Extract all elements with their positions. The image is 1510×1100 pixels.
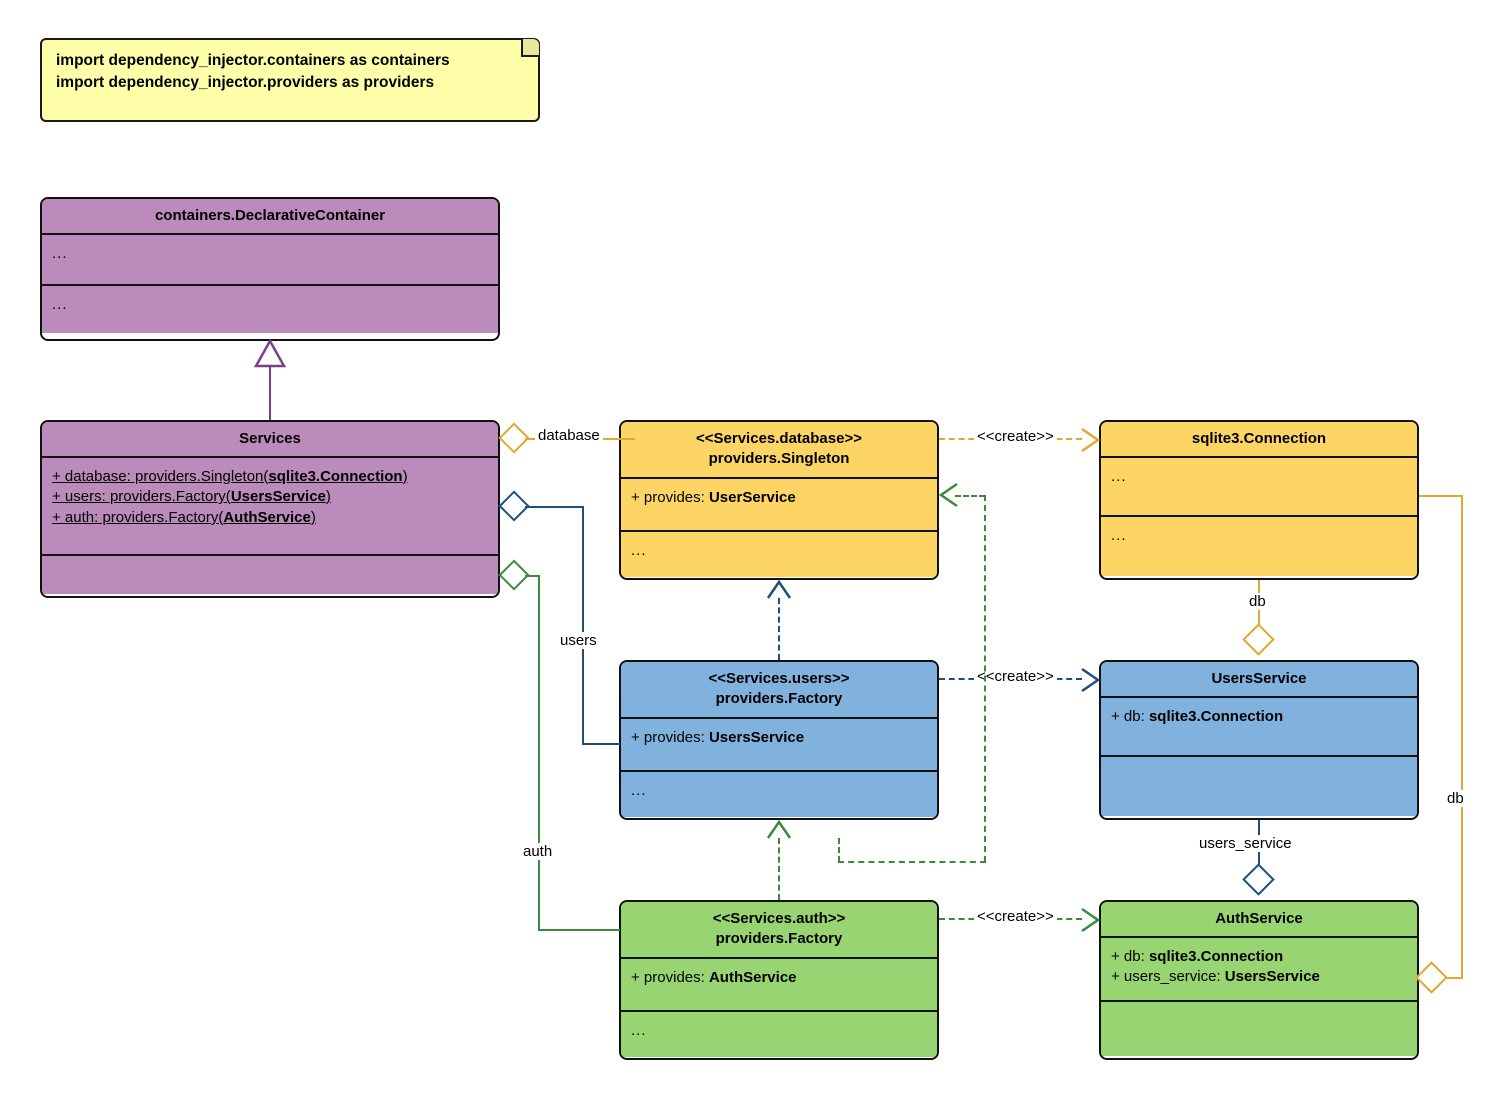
arrowhead-create-auth-icon (1081, 907, 1101, 933)
dots-placeholder: ... (631, 1022, 647, 1039)
class-compartment-methods: ... (621, 530, 937, 577)
connector-services-auth-seg1 (525, 575, 540, 577)
classname-providers-factory: providers.Factory (715, 929, 843, 947)
edge-label-users: users (557, 632, 600, 649)
edge-label-db-users-service: db (1246, 593, 1269, 610)
edge-label-auth: auth (520, 843, 556, 860)
aggregation-diamond-users-service (1242, 863, 1275, 896)
class-compartment-attributes: + database: providers.Singleton(sqlite3.… (42, 457, 498, 554)
class-box-services[interactable]: Services + database: providers.Singleton… (40, 420, 500, 598)
dots-placeholder: ... (52, 244, 68, 262)
class-title-auth-service: AuthService (1101, 902, 1417, 938)
connector-dependency-auth-to-users (778, 838, 780, 900)
class-compartment-attributes: + provides: UsersService (621, 719, 937, 770)
connector-db-auth-service-seg1 (1419, 495, 1463, 497)
edge-label-db-auth-service: db (1444, 790, 1467, 807)
classname-providers-factory: providers.Factory (715, 689, 843, 707)
connector-dependency-auth-db-seg1 (838, 838, 840, 862)
edge-label-users-service: users_service (1196, 835, 1295, 852)
class-box-services-database[interactable]: <<Services.database>> providers.Singleto… (619, 420, 939, 580)
attribute-users: + users: providers.Factory(UsersService) (52, 488, 331, 506)
arrowhead-depends-users-to-database-icon (766, 579, 792, 599)
dots-placeholder: ... (631, 542, 647, 559)
class-title-users-service: UsersService (1101, 662, 1417, 698)
connector-dependency-auth-db-seg2 (838, 861, 986, 863)
class-compartment-attributes: + db: sqlite3.Connection + users_service… (1101, 937, 1417, 1000)
class-compartment-attributes: ... (1101, 457, 1417, 515)
connector-services-users-seg1 (525, 506, 583, 508)
class-box-services-users[interactable]: <<Services.users>> providers.Factory + p… (619, 660, 939, 820)
connector-services-auth-seg3 (538, 929, 620, 931)
class-compartment-attributes: + provides: AuthService (621, 959, 937, 1010)
note-line-1: import dependency_injector.containers as… (56, 52, 450, 69)
attribute-users-service: + users_service: UsersService (1111, 968, 1320, 986)
class-title-sqlite3-connection: sqlite3.Connection (1101, 422, 1417, 458)
note-fold-corner-icon (521, 39, 539, 57)
attribute-provides: + provides: AuthService (631, 969, 797, 986)
class-compartment-methods (42, 553, 498, 594)
arrowhead-depends-auth-to-users-icon (766, 819, 792, 839)
connector-dependency-auth-db-seg4 (955, 495, 985, 497)
connector-services-users-seg2 (582, 506, 584, 744)
stereotype-services-auth: <<Services.auth>> (712, 910, 846, 927)
connector-services-users-seg3 (582, 743, 620, 745)
class-title-services-users: <<Services.users>> providers.Factory (621, 662, 937, 719)
aggregation-diamond-db-auth-service (1415, 961, 1448, 994)
class-compartment-methods: ... (1101, 514, 1417, 576)
class-box-auth-service[interactable]: AuthService + db: sqlite3.Connection + u… (1099, 900, 1419, 1060)
class-compartment-methods (1101, 999, 1417, 1056)
connector-services-auth-seg2 (538, 575, 540, 930)
class-title-services-database: <<Services.database>> providers.Singleto… (621, 422, 937, 479)
dots-placeholder: ... (1111, 467, 1127, 485)
classname-providers-singleton: providers.Singleton (708, 449, 850, 467)
stereotype-services-database: <<Services.database>> (696, 430, 862, 447)
connector-generalization-services (269, 366, 271, 420)
dots-placeholder: ... (1111, 526, 1127, 544)
connector-dependency-auth-db-seg3 (984, 495, 986, 862)
class-title-declarative-container: containers.DeclarativeContainer (42, 199, 498, 235)
class-compartment-methods (1101, 754, 1417, 816)
attribute-database: + database: providers.Singleton(sqlite3.… (52, 467, 408, 485)
class-box-users-service[interactable]: UsersService + db: sqlite3.Connection (1099, 660, 1419, 820)
attribute-auth: + auth: providers.Factory(AuthService) (52, 508, 316, 526)
class-box-sqlite3-connection[interactable]: sqlite3.Connection ... ... (1099, 420, 1419, 580)
edge-label-create-users: <<create>> (974, 668, 1057, 685)
attribute-provides: + provides: UsersService (631, 729, 805, 746)
aggregation-diamond-db-users-service (1242, 623, 1275, 656)
dots-placeholder: ... (631, 782, 647, 799)
class-compartment-attributes: + db: sqlite3.Connection (1101, 697, 1417, 755)
class-compartment-attributes: + provides: UserService (621, 479, 937, 530)
class-title-services-auth: <<Services.auth>> providers.Factory (621, 902, 937, 959)
class-box-services-auth[interactable]: <<Services.auth>> providers.Factory + pr… (619, 900, 939, 1060)
edge-label-create-auth: <<create>> (974, 908, 1057, 925)
attribute-db: + db: sqlite3.Connection (1111, 707, 1284, 725)
inheritance-triangle-icon (253, 338, 287, 368)
class-box-declarative-container[interactable]: containers.DeclarativeContainer ... ... (40, 197, 500, 341)
arrowhead-create-database-icon (1081, 427, 1101, 453)
attribute-db: + db: sqlite3.Connection (1111, 947, 1284, 965)
edge-label-create-database: <<create>> (974, 428, 1057, 445)
edge-label-database: database (535, 427, 603, 444)
dots-placeholder: ... (52, 295, 68, 313)
class-compartment-methods: ... (621, 770, 937, 817)
class-compartment-methods: ... (621, 1010, 937, 1057)
arrowhead-create-users-icon (1081, 667, 1101, 693)
connector-dependency-users-to-database (778, 598, 780, 660)
class-compartment-attributes: ... (42, 234, 498, 284)
connector-db-auth-service-seg2 (1461, 495, 1463, 978)
stereotype-services-users: <<Services.users>> (708, 670, 850, 687)
class-title-services: Services (42, 422, 498, 458)
note-line-2: import dependency_injector.providers as … (56, 74, 435, 92)
import-note: import dependency_injector.containers as… (40, 38, 540, 122)
attribute-provides: + provides: UserService (631, 489, 796, 506)
class-compartment-methods: ... (42, 283, 498, 333)
connector-db-auth-service-seg3 (1443, 977, 1463, 979)
